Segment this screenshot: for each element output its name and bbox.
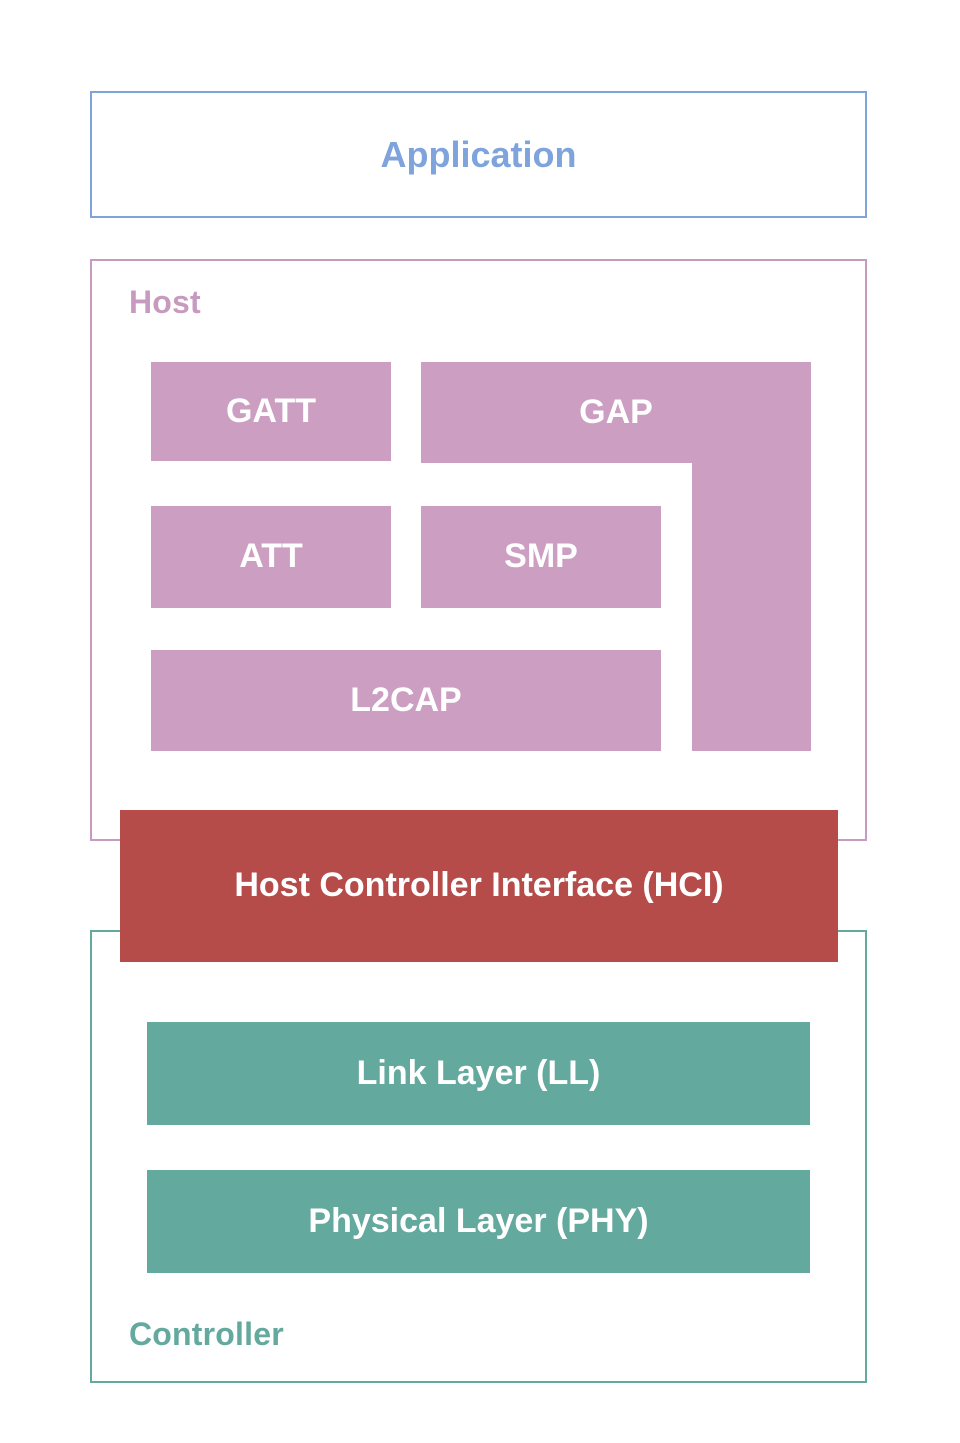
controller-group-caption: Controller [129,1316,284,1352]
block-gap: GAP [421,362,811,751]
block-l2cap: L2CAP [151,650,661,751]
block-host-controller-interface: Host Controller Interface (HCI) [120,810,838,962]
gap-top-bar [421,362,811,463]
application-group-outline [90,91,867,218]
host-group-caption: Host [129,284,201,320]
block-gatt: GATT [151,362,391,461]
block-physical-layer: Physical Layer (PHY) [147,1170,810,1273]
block-gap-label: GAP [579,392,653,431]
application-label: Application [380,133,577,175]
gap-side-column [692,463,811,751]
block-smp: SMP [421,506,661,608]
block-link-layer: Link Layer (LL) [147,1022,810,1125]
block-att: ATT [151,506,391,608]
